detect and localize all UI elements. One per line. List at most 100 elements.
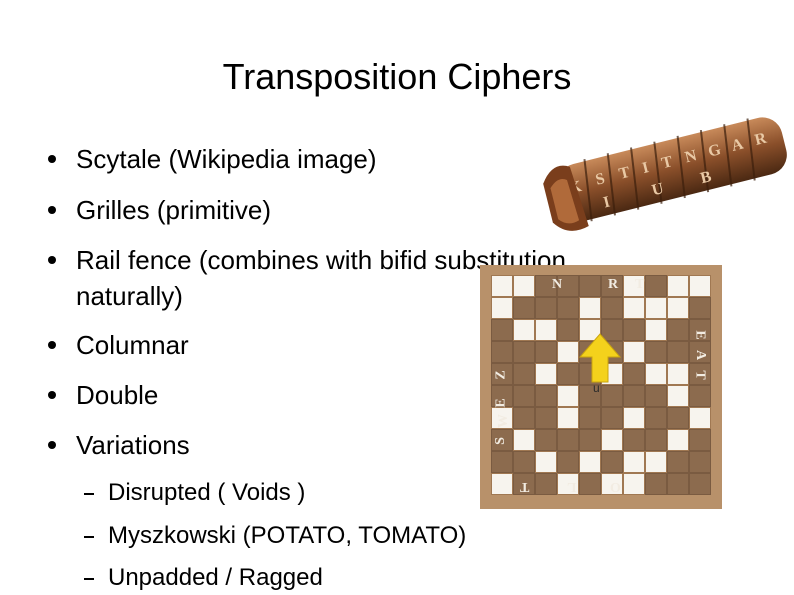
grille-edge-letter: T: [692, 370, 708, 380]
bullet-text: Columnar: [76, 330, 189, 360]
grille-cell: [557, 297, 579, 319]
grille-cell: [689, 451, 711, 473]
grille-cell: [579, 473, 601, 495]
grille-edge-letter: E: [493, 398, 509, 408]
grille-cell: [689, 473, 711, 495]
bullet-text: Double: [76, 380, 159, 410]
grille-cell: [645, 319, 667, 341]
grille-cell: [601, 385, 623, 407]
grille-cell: [491, 341, 513, 363]
svg-text:I: I: [640, 159, 650, 177]
grille-cell: [623, 341, 645, 363]
grille-edge-letter: W: [496, 414, 511, 428]
grille-cell: [667, 429, 689, 451]
grille-edge-letter: L: [567, 479, 577, 494]
grille-cell: [645, 407, 667, 429]
grille-cell: [491, 319, 513, 341]
grille-cell: [557, 341, 579, 363]
grille-cell: [689, 341, 711, 363]
grille-cell: [623, 407, 645, 429]
grille-cell: [667, 297, 689, 319]
grille-cell: [645, 451, 667, 473]
grille-cell: [557, 319, 579, 341]
grille-cell: [601, 451, 623, 473]
sub-bullet-dash: [84, 536, 94, 538]
grille-cell: [689, 275, 711, 297]
grille-cell: [513, 363, 535, 385]
grille-cell: [689, 429, 711, 451]
bullet-dot: [48, 341, 56, 349]
grille-cell: [645, 473, 667, 495]
grille-cell: [557, 429, 579, 451]
svg-text:G: G: [706, 141, 723, 161]
arrow-label: u: [593, 381, 600, 395]
scytale-image: KST ITN GAR IUB: [543, 117, 787, 231]
grille-cell: [513, 451, 535, 473]
grille-cell: [623, 363, 645, 385]
grille-cell: [645, 297, 667, 319]
grille-cell: [667, 473, 689, 495]
grille-cell: [513, 297, 535, 319]
grille-cell: [579, 429, 601, 451]
svg-text:T: T: [660, 153, 675, 172]
grille-cell: [491, 473, 513, 495]
grille-cell: [689, 385, 711, 407]
grille-cell: [579, 297, 601, 319]
grille-cell: [667, 275, 689, 297]
grille-cell: [645, 341, 667, 363]
grille-edge-letter: T: [635, 277, 645, 292]
sub-bullet-dash: [84, 493, 94, 495]
grille-cell: [601, 407, 623, 429]
grille-cell: [513, 429, 535, 451]
grille-cell: [513, 473, 535, 495]
grille-cell: [623, 297, 645, 319]
grille-cell: [667, 319, 689, 341]
grille-edge-letter: O: [610, 479, 621, 494]
grille-cell: [513, 385, 535, 407]
grille-cell: [601, 297, 623, 319]
bullet-dot: [48, 441, 56, 449]
grille-cell: [623, 429, 645, 451]
svg-text:T: T: [617, 164, 632, 183]
grille-cell: [645, 385, 667, 407]
grille-edge-letter: E: [692, 330, 708, 340]
svg-text:U: U: [650, 180, 666, 199]
grille-edge-letter: A: [693, 349, 709, 361]
grille-cell: [513, 407, 535, 429]
grille-edge-letter: Z: [493, 370, 509, 380]
grille-cell: [535, 385, 557, 407]
grille-cell: [491, 451, 513, 473]
bullet-dot: [48, 391, 56, 399]
grille-cell: [491, 429, 513, 451]
grille-cell: [645, 429, 667, 451]
grille-cell: [535, 429, 557, 451]
grille-cell: [667, 451, 689, 473]
grille-cell: [535, 275, 557, 297]
bullet-dot: [48, 155, 56, 163]
grille-cell: [689, 319, 711, 341]
grille-cell: [535, 451, 557, 473]
grille-cell: [535, 473, 557, 495]
bullet-text: Scytale (Wikipedia image): [76, 144, 377, 174]
grille-cell: [535, 341, 557, 363]
bullet-text: Variations: [76, 430, 190, 460]
sub-bullet-text: Myszkowski (POTATO, TOMATO): [108, 522, 467, 549]
grille-cell: [645, 275, 667, 297]
grille-cell: [579, 385, 601, 407]
grille-cell: [689, 363, 711, 385]
bullet-text: naturally): [76, 281, 183, 311]
grille-cell: [557, 363, 579, 385]
grille-cell: [601, 429, 623, 451]
grille-edge-letter: S: [492, 437, 508, 445]
grille-cell: [689, 297, 711, 319]
grille-cell: [557, 473, 579, 495]
grille-cell: [535, 407, 557, 429]
grille-cell: [645, 363, 667, 385]
grille-cell: [689, 407, 711, 429]
grille-cell: [491, 297, 513, 319]
grille-cell: [601, 473, 623, 495]
grille-cell: [601, 319, 623, 341]
grille-cell: [513, 341, 535, 363]
arrow-up-icon: [579, 333, 621, 383]
